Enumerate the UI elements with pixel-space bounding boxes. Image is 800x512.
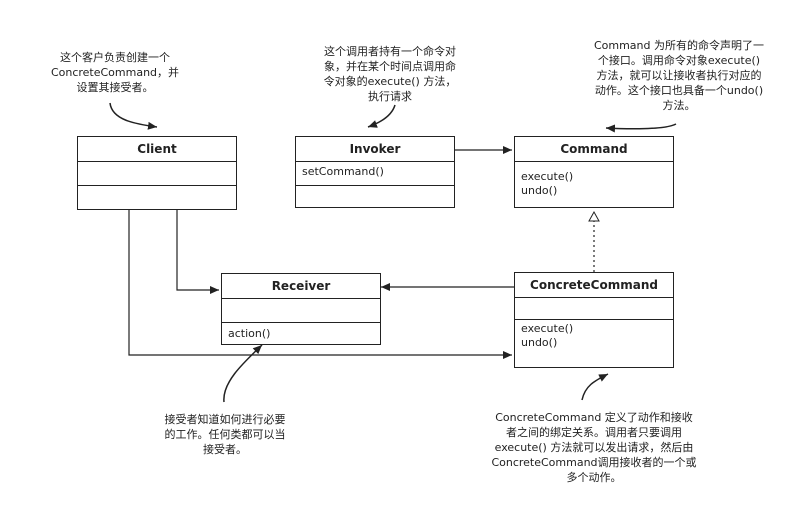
- command-undo: undo(): [521, 184, 558, 197]
- receiver-note-pointer: [223, 344, 263, 403]
- invoker-class-name: Invoker: [296, 137, 454, 162]
- command-class-name: Command: [515, 137, 673, 162]
- command-note: Command 为所有的命令声明了一 个接口。调用命令对象execute() 方…: [593, 39, 765, 112]
- concrete-command-note: ConcreteCommand 定义了动作和接收 者之间的绑定关系。调用者只要调…: [491, 411, 697, 484]
- invoker-class-box: Invoker setCommand(): [295, 136, 455, 208]
- invoker-attributes: setCommand(): [296, 162, 454, 186]
- client-methods: [78, 186, 236, 210]
- client-class-name: Client: [78, 137, 236, 162]
- receiver-action: action(): [228, 327, 271, 340]
- receiver-methods: action(): [222, 323, 380, 345]
- concrete-command-attributes: [515, 298, 673, 320]
- concrete-command-class-box: ConcreteCommand execute() undo(): [514, 272, 674, 368]
- invoker-set-command: setCommand(): [302, 165, 384, 178]
- receiver-class-name: Receiver: [222, 274, 380, 299]
- invoker-methods: [296, 186, 454, 208]
- concrete-command-execute: execute(): [521, 322, 574, 335]
- concrete-command-class-name: ConcreteCommand: [515, 273, 673, 298]
- client-note-pointer: [109, 102, 158, 130]
- command-operations: execute() undo(): [515, 162, 673, 206]
- command-note-pointer: [605, 123, 677, 133]
- invoker-note: 这个调用者持有一个命令对 象，并在某个时间点调用命 令对象的execute() …: [323, 45, 457, 103]
- client-attributes: [78, 162, 236, 186]
- client-class-box: Client: [77, 136, 237, 210]
- client-concrete-command-association: [128, 210, 512, 359]
- command-execute: execute(): [521, 170, 574, 183]
- client-receiver-association: [176, 210, 219, 294]
- command-class-box: Command execute() undo(): [514, 136, 674, 208]
- client-note: 这个客户负责创建一个 ConcreteCommand，并 设置其接受者。: [50, 51, 180, 94]
- receiver-attributes: [222, 299, 380, 323]
- invoker-note-pointer: [367, 104, 396, 128]
- concrete-command-note-pointer: [581, 373, 609, 401]
- receiver-class-box: Receiver action(): [221, 273, 381, 345]
- concrete-command-undo: undo(): [521, 336, 558, 349]
- receiver-note: 接受者知道如何进行必要 的工作。任何类都可以当 接受者。: [164, 413, 286, 456]
- concrete-command-methods: execute() undo(): [515, 320, 673, 366]
